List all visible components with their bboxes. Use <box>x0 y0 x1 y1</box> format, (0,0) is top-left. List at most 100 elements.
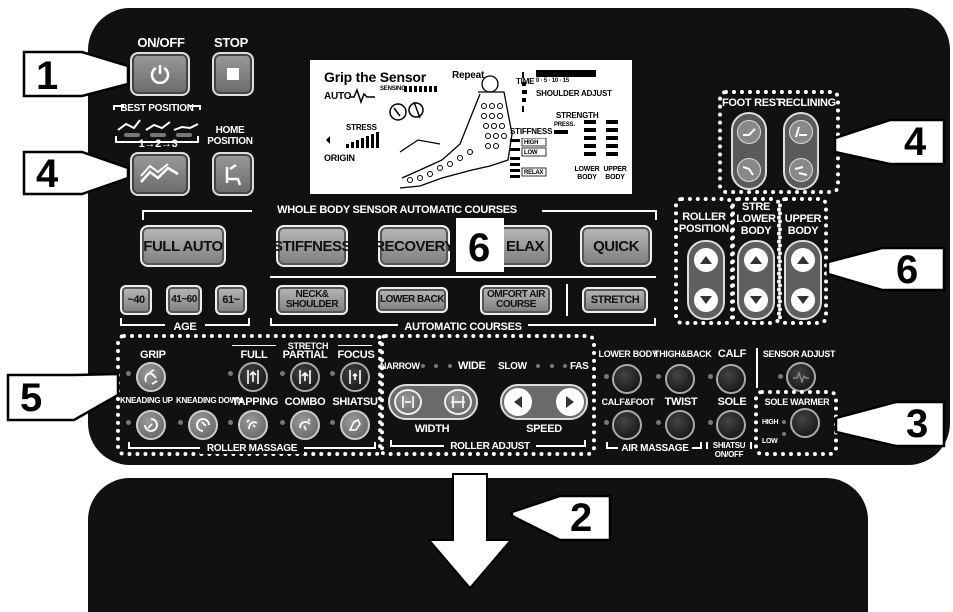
callout-3: 3 <box>906 402 929 446</box>
foot-rest-rocker[interactable] <box>731 112 767 190</box>
air-twist-button[interactable] <box>665 410 695 440</box>
on-off-button[interactable] <box>130 52 190 96</box>
comfort-air-course-button[interactable]: OMFORT AIR COURSE <box>480 285 552 315</box>
lcd-stiffness: STIFFNESS <box>510 127 553 136</box>
lcd-strength: STRENGTH <box>556 111 599 120</box>
lower-body-rocker[interactable] <box>737 240 775 320</box>
sensor-adjust-button[interactable] <box>786 362 816 392</box>
kneading-down-led <box>178 420 183 425</box>
sensing-bars <box>404 86 437 92</box>
air-calf-led <box>708 374 713 379</box>
best-position-label: BEST POSITION <box>120 103 194 114</box>
lcd-time-scale: 0 · 5 · 10 · 15 <box>536 78 570 84</box>
upper-body-down[interactable] <box>791 288 815 312</box>
sole-warmer-button[interactable] <box>790 408 820 438</box>
kneading-up-button[interactable] <box>136 410 166 440</box>
speed-fast-button[interactable] <box>556 388 584 416</box>
roller-position-label-2: POSITION <box>678 223 730 235</box>
roller-position-up[interactable] <box>694 248 718 272</box>
air-sole-label: SOLE <box>717 396 747 408</box>
tapping-icon <box>246 419 258 430</box>
on-off-label: ON/OFF <box>137 35 185 50</box>
lcd-high: HIGH <box>524 140 539 146</box>
air-twist-led <box>656 420 661 425</box>
power-icon <box>150 65 170 85</box>
upper-body-rocker[interactable] <box>784 240 822 320</box>
width-wide-icon <box>451 396 465 408</box>
home-position-button[interactable] <box>212 152 254 196</box>
shiatsu-thumb-icon <box>348 418 361 431</box>
stretch-divider <box>566 284 568 316</box>
combo-button[interactable] <box>290 410 320 440</box>
age-61-button[interactable]: 61~ <box>215 285 247 315</box>
stretch-partial-button[interactable] <box>290 362 320 392</box>
kneading-down-button[interactable] <box>188 410 218 440</box>
full-led <box>228 371 233 376</box>
speed-slow-button[interactable] <box>504 388 532 416</box>
strength-bars <box>554 120 618 156</box>
width-narrow-icon <box>402 396 414 408</box>
lower-back-button[interactable]: LOWER BACK <box>376 287 448 313</box>
stretch-line-right <box>338 345 372 346</box>
quick-button[interactable]: QUICK <box>580 225 652 267</box>
pulse-wave-icon <box>793 371 809 383</box>
upper-body-up[interactable] <box>791 248 815 272</box>
stiffness-button[interactable]: STIFFNESS <box>273 225 352 267</box>
air-calf-foot-button[interactable] <box>612 410 642 440</box>
air-sole-led <box>708 420 713 425</box>
age-41-60-button[interactable]: 41~60 <box>166 285 202 315</box>
neck-shoulder-button[interactable]: NECK& SHOULDER <box>276 285 348 315</box>
lcd-origin: ORIGIN <box>324 153 355 163</box>
roller-adjust-label: ROLLER ADJUST <box>444 442 536 452</box>
roller-position-rocker[interactable] <box>687 240 725 320</box>
tapping-button[interactable] <box>238 410 268 440</box>
width-wide-button[interactable] <box>444 389 472 415</box>
air-lower-body-led <box>604 374 609 379</box>
sensor-adjust-led <box>778 374 783 379</box>
recline-down-icon <box>794 166 808 176</box>
stretch-partial-label: STRE <box>741 201 771 213</box>
best-position-button[interactable] <box>130 152 190 196</box>
slow-label: SLOW <box>498 361 527 372</box>
stretch-button[interactable]: STRETCH <box>582 287 648 313</box>
width-label: WIDTH <box>414 423 450 435</box>
lower-body-down[interactable] <box>744 288 768 312</box>
lcd-time-label: TIME <box>516 77 535 86</box>
foot-rest-up[interactable] <box>737 120 761 144</box>
reclining-label: RECLINING <box>778 97 836 109</box>
reclining-rocker[interactable] <box>783 112 819 190</box>
air-thigh-back-button[interactable] <box>665 364 695 394</box>
full-auto-button[interactable]: FULL AUTO <box>140 225 226 267</box>
stop-label: STOP <box>214 35 248 50</box>
shiatsu-label: SHIATSU <box>332 396 378 408</box>
sole-warmer-low-label: LOW <box>762 438 778 445</box>
recline-posture-icons <box>117 119 199 131</box>
age-40-button[interactable]: ~40 <box>120 285 152 315</box>
width-rocker[interactable] <box>388 384 478 420</box>
stop-button[interactable] <box>212 52 254 96</box>
foot-rest-down[interactable] <box>737 158 761 182</box>
roller-position-down[interactable] <box>694 288 718 312</box>
stretch-focus-button[interactable] <box>340 362 370 392</box>
hands-grip-icon <box>389 101 424 121</box>
air-sole-button[interactable] <box>716 410 746 440</box>
callout-4-right: 4 <box>904 120 927 164</box>
stretch-full-button[interactable] <box>238 362 268 392</box>
air-lower-body-button[interactable] <box>612 364 642 394</box>
lcd-title: Grip the Sensor <box>324 69 427 85</box>
stretch-full-icon <box>247 370 259 384</box>
reclining-down[interactable] <box>789 158 813 182</box>
width-narrow-button[interactable] <box>394 389 422 415</box>
reclining-up[interactable] <box>789 120 813 144</box>
shiatsu-onoff-line2: ON/OFF <box>708 451 750 459</box>
full-label: FULL <box>240 349 268 361</box>
lower-body-up[interactable] <box>744 248 768 272</box>
recovery-button[interactable]: RECOVERY <box>374 225 454 267</box>
air-calf-button[interactable] <box>716 364 746 394</box>
grip-led <box>126 371 131 376</box>
speed-rocker[interactable] <box>500 384 588 420</box>
air-calf-foot-label: CALF&FOOT <box>601 397 655 407</box>
shiatsu-button[interactable] <box>340 410 370 440</box>
grip-button[interactable] <box>136 362 166 392</box>
sole-warmer-high-led <box>782 420 786 424</box>
